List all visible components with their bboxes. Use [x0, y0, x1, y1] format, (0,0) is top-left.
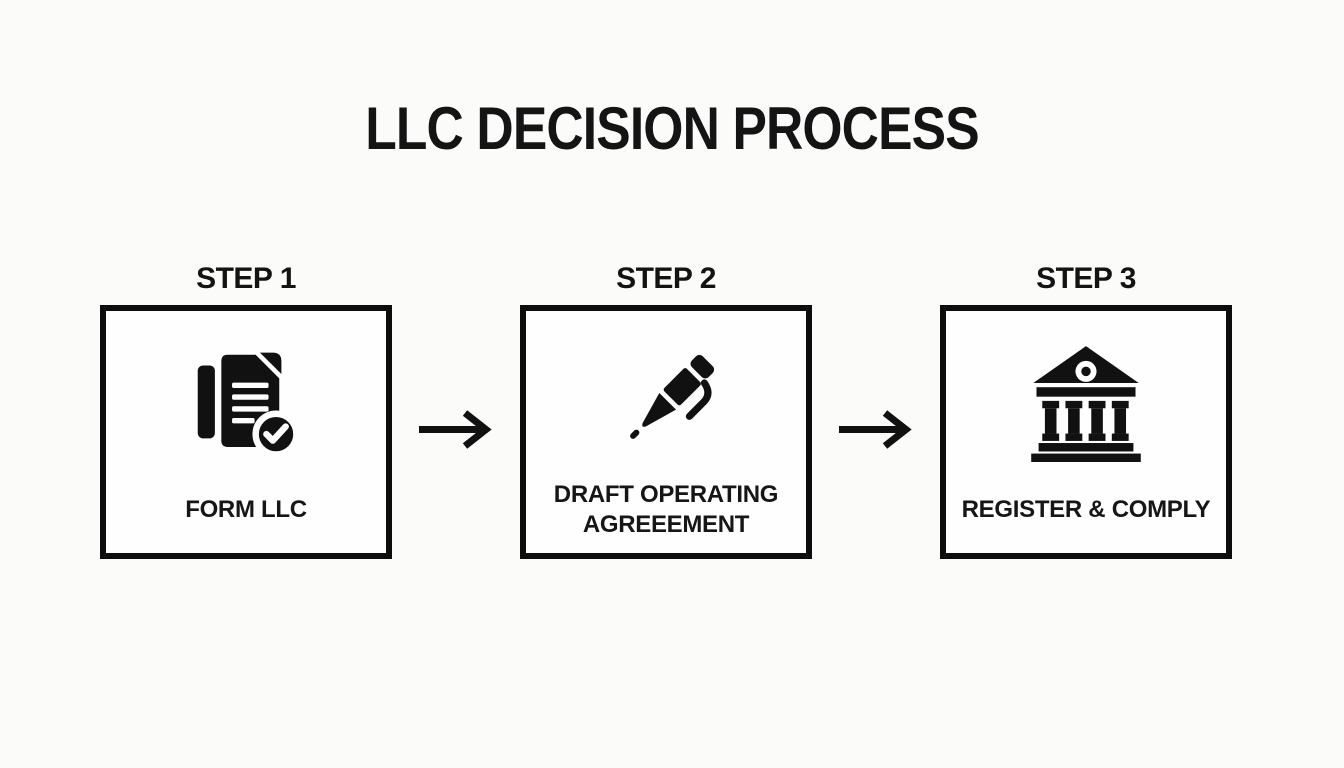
step-3-caption: REGISTER & COMPLY	[961, 496, 1211, 523]
bank-icon	[1027, 344, 1145, 462]
step-1-column: STEP 1 FORM LLC	[100, 0, 392, 768]
step-3-box: REGISTER & COMPLY	[940, 305, 1232, 559]
step-2-column: STEP 2 DRAFT OPERATING AGREEEMENT	[520, 0, 812, 768]
pen-icon	[607, 344, 725, 462]
step-3-label: STEP 3	[1036, 262, 1136, 295]
step-3-column: STEP 3	[940, 0, 1232, 768]
arrow-right-icon	[416, 407, 494, 452]
diagram-title: LLC DECISION PROCESS	[365, 95, 979, 162]
document-check-icon	[187, 344, 305, 462]
step-2-caption: DRAFT OPERATING AGREEEMENT	[553, 481, 779, 538]
step-1-box: FORM LLC	[100, 305, 392, 559]
step-1-caption: FORM LLC	[185, 496, 307, 523]
step-2-box: DRAFT OPERATING AGREEEMENT	[520, 305, 812, 559]
step-1-label: STEP 1	[196, 262, 296, 295]
step-2-label: STEP 2	[616, 262, 716, 295]
arrow-right-icon	[836, 407, 914, 452]
